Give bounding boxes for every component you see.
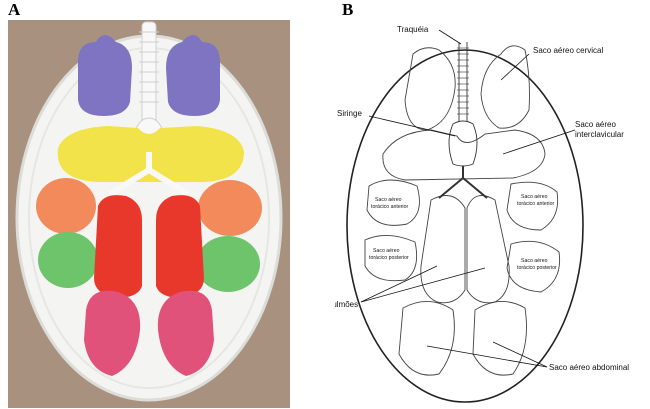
lungs-leader-right xyxy=(360,267,486,303)
syrinx-drawing xyxy=(448,120,478,167)
cervical-sac-left-model xyxy=(78,35,132,116)
model-photo xyxy=(8,20,290,408)
lung-left xyxy=(420,195,466,304)
lungs-leader-left xyxy=(360,265,438,303)
label-trachea: Traquéia xyxy=(397,25,429,34)
schematic-outline xyxy=(346,49,584,403)
panel-letter-a: A xyxy=(8,0,21,19)
cervical-sac-left xyxy=(404,47,456,131)
syrinx-leader xyxy=(368,115,456,137)
bronchi-drawing xyxy=(438,166,488,199)
posterior-thoracic-sac-left xyxy=(364,235,418,282)
panel-letter-b: B xyxy=(342,0,354,19)
interclavicular-leader xyxy=(502,129,576,155)
posterior-thoracic-sac-right-model xyxy=(196,236,260,292)
bronchi-model xyxy=(108,152,190,197)
trachea-rings xyxy=(139,31,159,103)
label-interclavicular-line2: interclavicular xyxy=(575,130,624,139)
abdominal-sac-right xyxy=(472,301,527,376)
trachea-model xyxy=(141,21,157,133)
abdominal-leader-right xyxy=(492,341,548,368)
label-ant-thoracic-right-line2: torácico anterior xyxy=(517,201,554,207)
label-abdominal: Saco aéreo abdominal xyxy=(549,363,629,372)
label-ant-thoracic-right-line1: Saco aéreo xyxy=(521,194,548,200)
label-post-thoracic-right-line2: torácico posterior xyxy=(517,265,557,271)
abdominal-sac-right-model xyxy=(157,290,214,376)
cervical-leader xyxy=(500,53,530,81)
label-interclavicular-line1: Saco aéreo xyxy=(575,120,616,129)
label-post-thoracic-left-line1: Saco aéreo xyxy=(373,248,400,254)
abdominal-sac-left-model xyxy=(84,290,141,376)
cervical-sac-right-model xyxy=(166,35,220,116)
anterior-thoracic-sac-right-model xyxy=(198,180,262,236)
air-sac-schematic: Traquéia Saco aéreo cervical Siringe Sac… xyxy=(335,25,629,403)
lung-right-model xyxy=(156,195,204,298)
label-lungs: Pulmões xyxy=(335,300,358,309)
anterior-thoracic-sac-left-model xyxy=(36,178,96,234)
abdominal-sac-left xyxy=(398,301,455,376)
label-ant-thoracic-left-line1: Saco aéreo xyxy=(375,197,402,203)
anterior-thoracic-sac-right xyxy=(506,181,559,231)
cervical-sac-right xyxy=(480,45,530,129)
abdominal-leader-left xyxy=(426,345,548,368)
label-syrinx: Siringe xyxy=(337,109,362,118)
trachea-drawing xyxy=(457,42,469,122)
lung-left-model xyxy=(94,195,142,298)
label-ant-thoracic-left-line2: torácico anterior xyxy=(371,204,408,210)
label-post-thoracic-right-line1: Saco aéreo xyxy=(521,258,548,264)
trachea-leader xyxy=(438,29,462,45)
lung-right xyxy=(466,195,510,304)
posterior-thoracic-sac-left-model xyxy=(38,232,98,288)
posterior-thoracic-sac-right xyxy=(506,240,561,293)
label-post-thoracic-left-line2: torácico posterior xyxy=(369,255,409,261)
anterior-thoracic-sac-left xyxy=(366,179,420,226)
label-cervical: Saco aéreo cervical xyxy=(533,46,603,55)
